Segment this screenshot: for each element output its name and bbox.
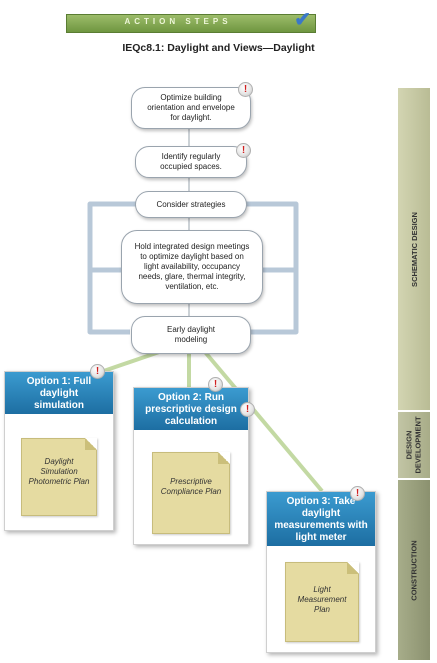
step-integrated-design-meetings: Hold integrated design meetings to optim… — [121, 230, 263, 304]
option-2-document-label: Prescriptive Compliance Plan — [160, 477, 222, 496]
step-early-daylight-modeling: Early daylight modeling — [131, 316, 251, 354]
alert-icon: ! — [236, 143, 251, 158]
option-3-header: Option 3: Take daylight measurements wit… — [267, 492, 375, 546]
option-2-document-icon: Prescriptive Compliance Plan — [152, 452, 230, 534]
connector-to-option3 — [203, 350, 324, 493]
option-3-document-icon: Light Measurement Plan — [285, 562, 359, 642]
option-1-card: Option 1: Full daylight simulation Dayli… — [4, 371, 114, 531]
option-2-header: Option 2: Run prescriptive design calcul… — [134, 388, 248, 430]
step-optimize-orientation: Optimize building orientation and envelo… — [131, 87, 251, 129]
action-steps-banner: ACTION STEPS ✔ — [66, 10, 316, 33]
alert-icon: ! — [90, 364, 105, 379]
step-1-text: Optimize building orientation and envelo… — [147, 93, 235, 122]
step-identify-spaces: Identify regularly occupied spaces. — [135, 146, 247, 178]
alert-icon: ! — [238, 82, 253, 97]
option-1-title: Option 1: Full daylight simulation — [26, 376, 92, 411]
option-3-title: Option 3: Take daylight measurements wit… — [274, 496, 368, 543]
option-1-header: Option 1: Full daylight simulation — [5, 372, 113, 414]
option-1-document-label: Daylight Simulation Photometric Plan — [28, 457, 90, 486]
phase-construction: CONSTRUCTION — [398, 480, 430, 660]
option-3-document-label: Light Measurement Plan — [297, 585, 347, 614]
option-2-card: Option 2: Run prescriptive design calcul… — [133, 387, 249, 545]
checkmark-icon: ✔ — [294, 9, 311, 31]
credit-title: IEQc8.1: Daylight and Views—Daylight — [122, 42, 315, 54]
step-4-text: Hold integrated design meetings to optim… — [134, 242, 250, 291]
banner-label: ACTION STEPS — [124, 17, 232, 26]
step-3-text: Consider strategies — [156, 199, 226, 209]
option-2-title: Option 2: Run prescriptive design calcul… — [145, 392, 237, 427]
alert-icon: ! — [350, 486, 365, 501]
option-1-document-icon: Daylight Simulation Photometric Plan — [21, 438, 97, 516]
alert-icon: ! — [240, 402, 255, 417]
step-2-text: Identify regularly occupied spaces. — [160, 152, 222, 171]
phase-schematic-design: SCHEMATIC DESIGN — [398, 88, 430, 410]
option-3-card: Option 3: Take daylight measurements wit… — [266, 491, 376, 653]
step-5-text: Early daylight modeling — [166, 325, 216, 344]
alert-icon: ! — [208, 377, 223, 392]
step-consider-strategies: Consider strategies — [135, 191, 247, 218]
